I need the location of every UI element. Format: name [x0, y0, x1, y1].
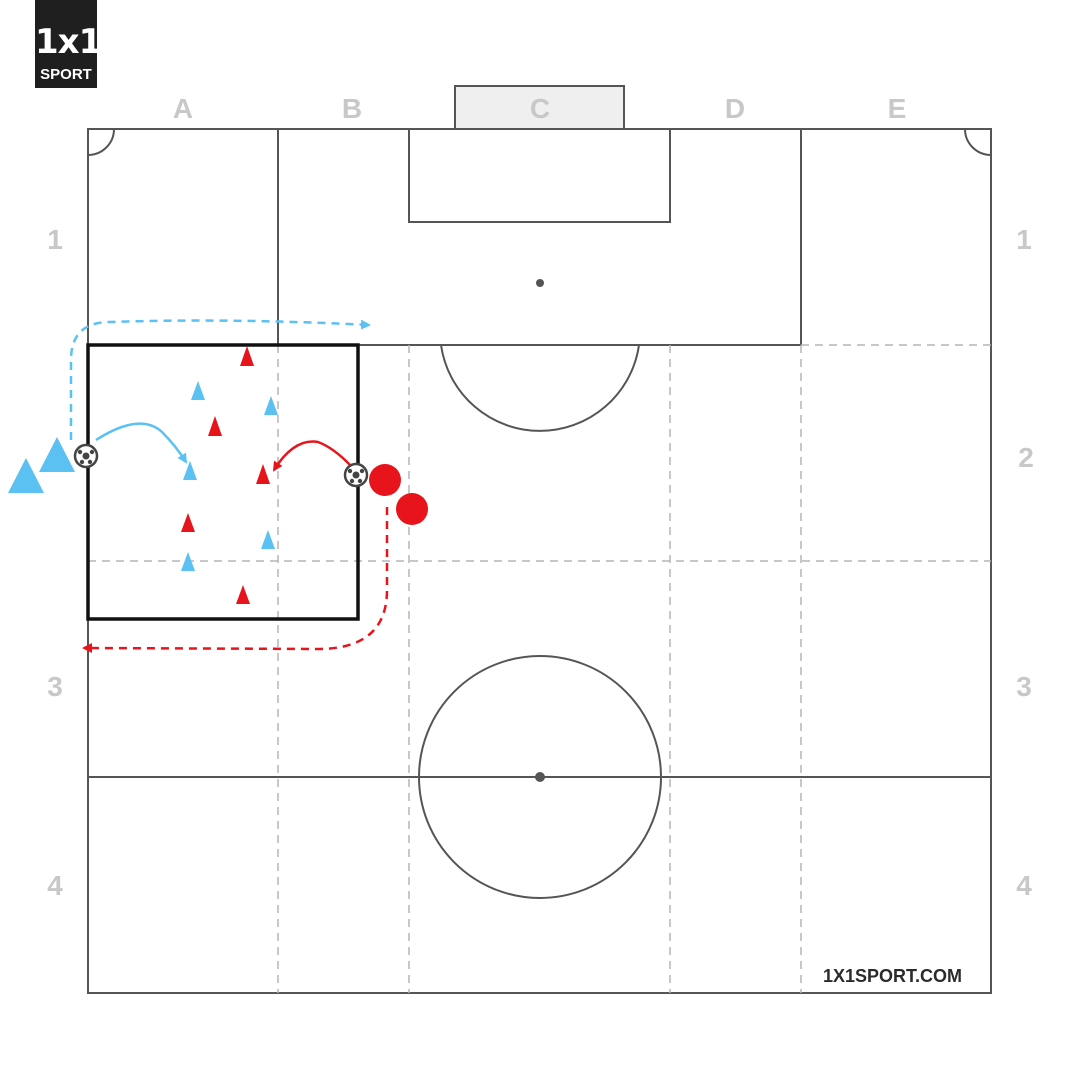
goal-area: [408, 128, 671, 223]
row-label-right: 2: [1018, 442, 1034, 473]
column-label: D: [725, 93, 745, 124]
center-circle: [418, 655, 662, 899]
corner-arc-left: [87, 128, 115, 156]
red-player: [369, 464, 401, 496]
penalty-spot: [536, 279, 544, 287]
column-label: E: [888, 93, 907, 124]
row-label-right: 4: [1016, 870, 1032, 901]
logo-mark: 1x1: [35, 22, 102, 62]
center-spot: [535, 772, 545, 782]
red-cone: [240, 346, 254, 366]
ball: [73, 443, 99, 469]
blue-cone: [183, 461, 197, 480]
blue-cones: [181, 381, 278, 571]
blue-player: [39, 437, 75, 472]
blue-cone: [264, 396, 278, 415]
red-run-path: [82, 507, 389, 654]
column-label: B: [342, 93, 362, 124]
corner-arc-right: [964, 128, 992, 156]
row-label-right: 1: [1016, 224, 1032, 255]
blue-cone: [191, 381, 205, 400]
brand-logo: 1x1 SPORT: [35, 0, 102, 88]
goal: [454, 85, 625, 130]
row-labels: 1 3 4 1 2 3 4: [47, 224, 1034, 901]
drill-area: [86, 343, 360, 621]
red-cone: [208, 416, 222, 436]
row-label-left: 4: [47, 870, 63, 901]
red-cone: [181, 513, 195, 532]
penalty-arc: [440, 344, 640, 432]
blue-run-path: [69, 319, 371, 440]
blue-cone: [181, 552, 195, 571]
penalty-area: [277, 128, 802, 346]
row-label-right: 3: [1016, 671, 1032, 702]
logo-word: SPORT: [40, 66, 92, 83]
row-label-left: 3: [47, 671, 63, 702]
red-pass-path: [272, 440, 352, 472]
red-cone: [236, 585, 250, 604]
blue-pass-path: [95, 422, 188, 464]
column-labels: A B C D E: [173, 93, 906, 124]
ball: [343, 462, 369, 488]
row-label-left: 1: [47, 224, 63, 255]
blue-player: [8, 458, 44, 493]
grid-lines: [88, 344, 991, 993]
blue-cone: [261, 530, 275, 549]
red-cones: [181, 346, 270, 604]
pitch: [87, 85, 992, 994]
red-player: [396, 493, 428, 525]
column-label: A: [173, 93, 193, 124]
column-label: C: [530, 93, 550, 124]
red-cone: [256, 464, 270, 484]
website-label: 1X1SPORT.COM: [823, 966, 962, 986]
